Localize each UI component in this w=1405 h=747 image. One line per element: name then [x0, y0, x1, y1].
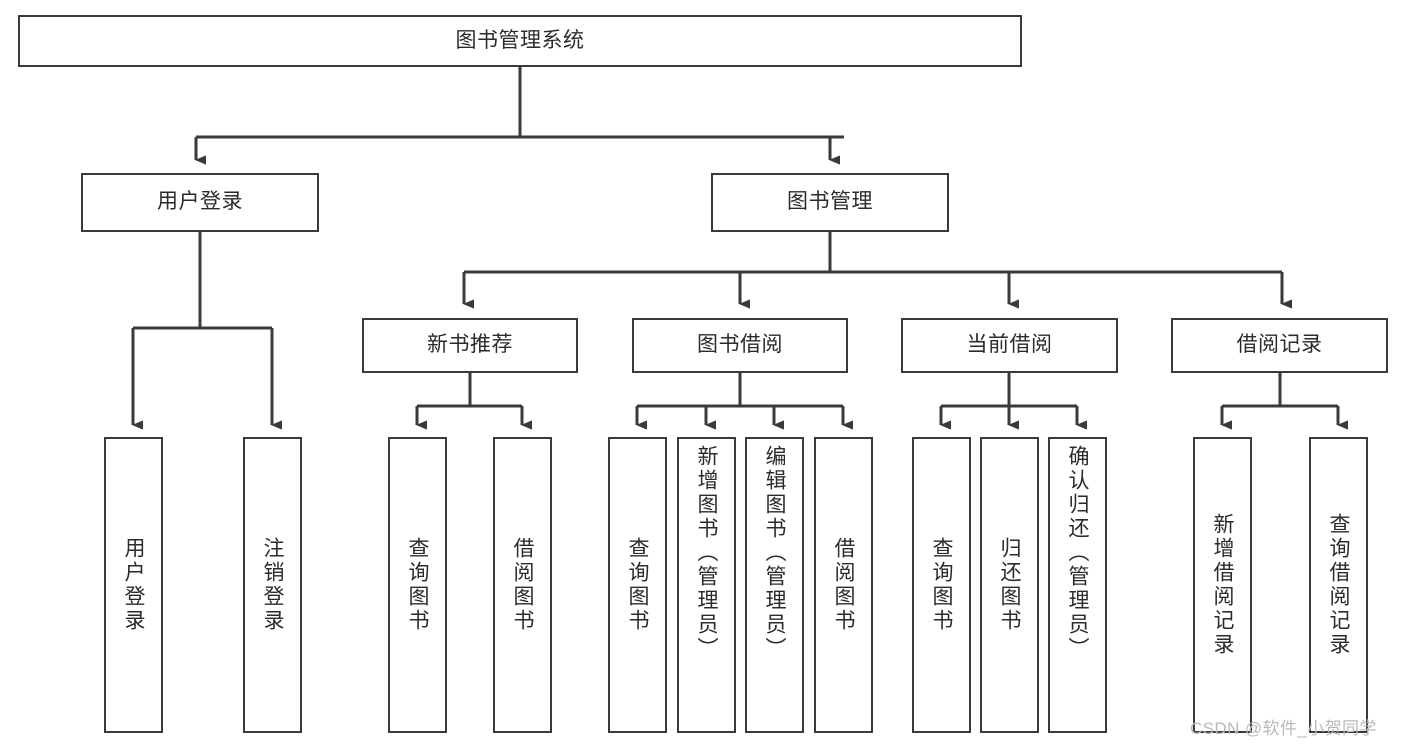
node-label: 查询图书	[930, 537, 953, 633]
connector-group-borrow-record	[1220, 373, 1348, 430]
leaf-user-login-logout[interactable]: 注销登录	[243, 437, 302, 733]
node-label: 新增借阅记录	[1211, 513, 1234, 657]
node-label: 图书管理系统	[455, 28, 585, 52]
watermark-text: CSDN @软件_小贺同学	[1190, 719, 1377, 738]
leaf-borrow-record-query-record[interactable]: 查询借阅记录	[1309, 437, 1368, 733]
leaf-new-book-query-book[interactable]: 查询图书	[388, 437, 447, 733]
node-root-book-management-system[interactable]: 图书管理系统	[18, 15, 1022, 67]
node-label: 当前借阅	[966, 333, 1053, 357]
node-label: 查询图书	[626, 537, 649, 633]
node-current-borrow[interactable]: 当前借阅	[901, 318, 1118, 373]
leaf-current-borrow-confirm-return-admin[interactable]: 确认归还（管理员）	[1048, 437, 1107, 733]
node-label: 注销登录	[261, 537, 284, 633]
node-user-login[interactable]: 用户登录	[81, 173, 319, 232]
leaf-current-borrow-return-book[interactable]: 归还图书	[980, 437, 1039, 733]
node-label: 借阅记录	[1236, 333, 1323, 357]
node-label: 查询借阅记录	[1327, 513, 1350, 657]
node-label: 借阅图书	[511, 537, 534, 633]
connector-group-book-manage	[462, 232, 1292, 309]
node-label: 新增图书（管理员）	[695, 445, 718, 661]
node-label: 用户登录	[157, 190, 243, 214]
connector-group-book-borrow	[635, 373, 853, 430]
node-label: 借阅图书	[832, 537, 855, 633]
node-label: 用户登录	[122, 537, 145, 633]
node-label: 归还图书	[998, 537, 1021, 633]
leaf-current-borrow-query-book[interactable]: 查询图书	[912, 437, 971, 733]
node-label: 图书借阅	[697, 333, 783, 357]
leaf-user-login-login[interactable]: 用户登录	[104, 437, 163, 733]
node-label: 确认归还（管理员）	[1066, 445, 1089, 661]
node-new-book-recommend[interactable]: 新书推荐	[362, 318, 578, 373]
node-label: 图书管理	[787, 190, 873, 214]
connector-group-new-book	[415, 373, 532, 430]
node-label: 编辑图书（管理员）	[763, 445, 786, 661]
leaf-new-book-borrow-book[interactable]: 借阅图书	[493, 437, 552, 733]
connector-group-current-borrow	[939, 373, 1087, 430]
node-book-borrow[interactable]: 图书借阅	[632, 318, 848, 373]
connector-group-user-login	[131, 232, 282, 430]
node-borrow-record[interactable]: 借阅记录	[1171, 318, 1388, 373]
leaf-book-borrow-edit-book-admin[interactable]: 编辑图书（管理员）	[745, 437, 804, 733]
connector-group-root	[194, 67, 844, 165]
node-book-management[interactable]: 图书管理	[711, 173, 949, 232]
leaf-borrow-record-add-record[interactable]: 新增借阅记录	[1193, 437, 1252, 733]
node-label: 新书推荐	[427, 333, 513, 357]
node-label: 查询图书	[406, 537, 429, 633]
leaf-book-borrow-borrow-book[interactable]: 借阅图书	[814, 437, 873, 733]
leaf-book-borrow-add-book-admin[interactable]: 新增图书（管理员）	[677, 437, 736, 733]
leaf-book-borrow-query-book[interactable]: 查询图书	[608, 437, 667, 733]
